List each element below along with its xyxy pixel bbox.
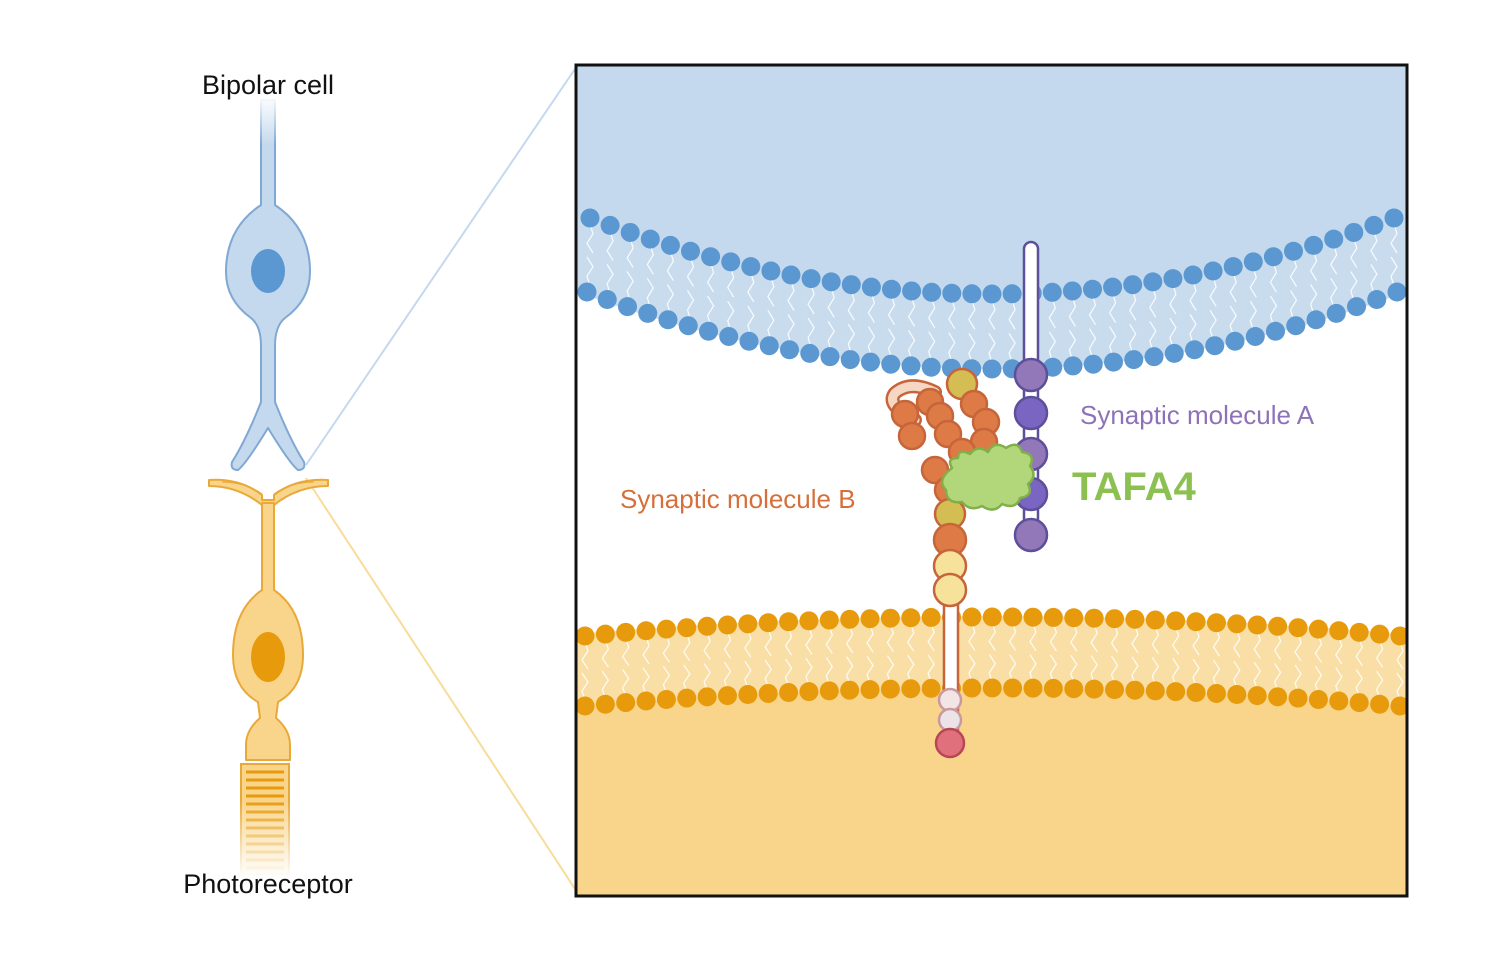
bipolar-nucleus — [251, 249, 285, 293]
label-photoreceptor: Photoreceptor — [183, 869, 353, 899]
label-synaptic-molecule-a: Synaptic molecule A — [1080, 400, 1315, 430]
bipolar-membrane-heads — [577, 208, 1406, 379]
synaptic-molecule-b — [885, 367, 1001, 759]
tafa4-protein — [940, 443, 1035, 511]
photoreceptor-body — [232, 502, 304, 761]
label-synaptic-molecule-b: Synaptic molecule B — [620, 484, 856, 514]
label-bipolar-cell: Bipolar cell — [202, 70, 334, 100]
photoreceptor-cell — [208, 478, 329, 878]
bipolar-cytoplasm — [577, 66, 1406, 293]
bipolar-membrane-band — [577, 216, 1406, 369]
photoreceptor-terminal — [208, 478, 329, 506]
zoom-line-yellow — [305, 477, 578, 893]
photoreceptor-nucleus — [251, 632, 285, 682]
bipolar-cell — [225, 95, 311, 471]
zoom-frame — [574, 63, 1409, 898]
synapse-zoom — [577, 66, 1406, 895]
photoreceptor-cytoplasm — [577, 688, 1406, 895]
label-tafa4: TAFA4 — [1072, 465, 1196, 509]
zoom-line-blue — [305, 65, 578, 466]
